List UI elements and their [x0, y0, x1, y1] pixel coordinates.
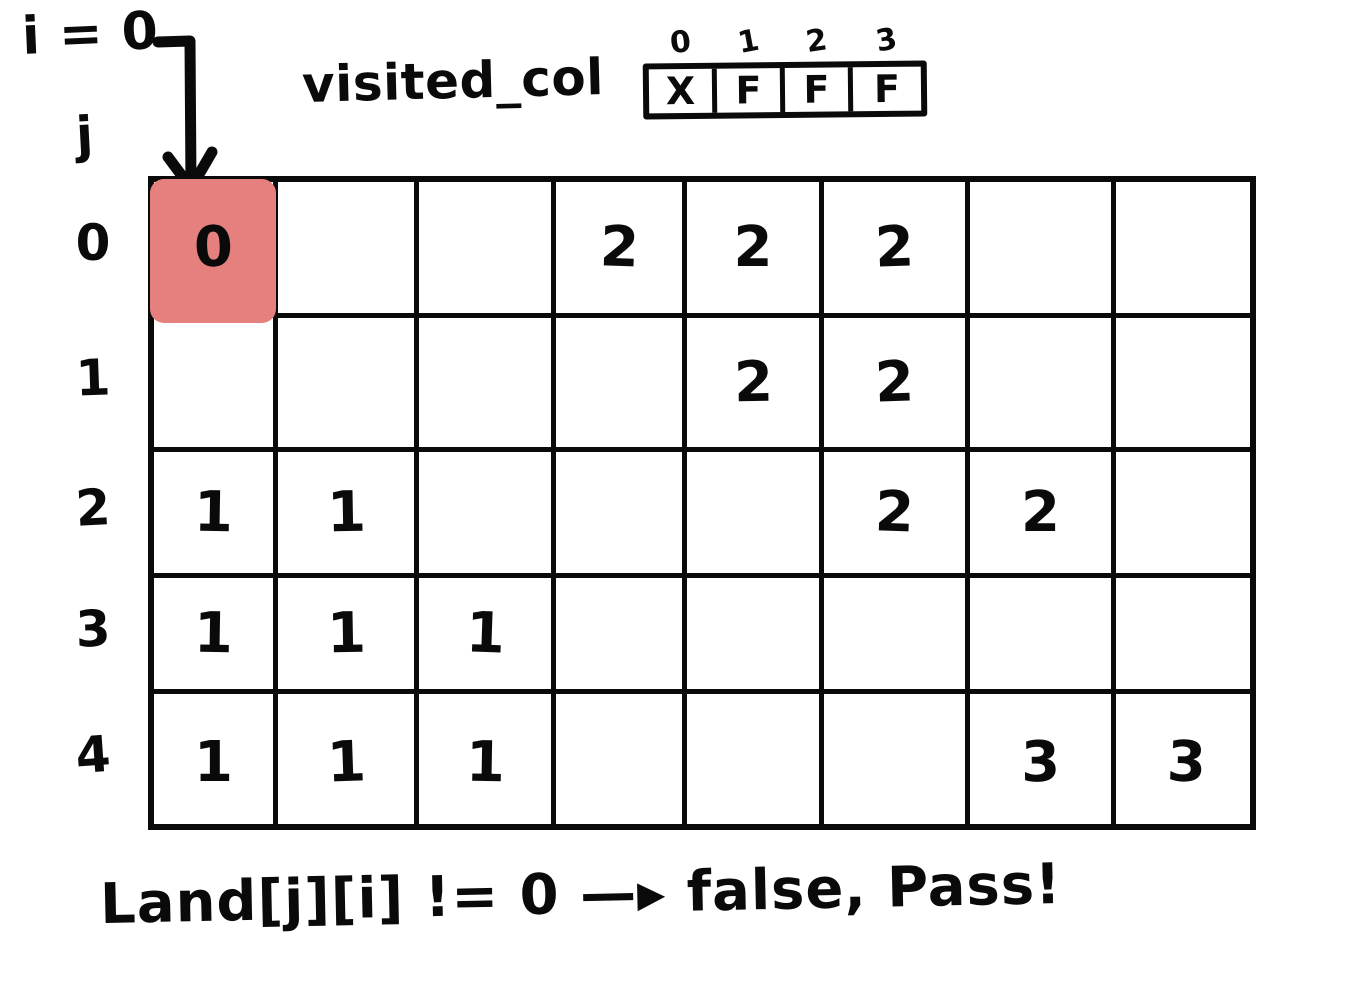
grid-cell: [687, 452, 824, 578]
grid-cell: [278, 182, 419, 318]
grid-cell-value: 1: [193, 479, 234, 546]
land-grid: 0 2 2 2 2 2 1 1 2 2 1 1 1 1 1 1 3 3: [148, 176, 1256, 830]
pointer-j-label: j: [74, 105, 96, 165]
grid-cell: [970, 578, 1116, 694]
grid-cell: [556, 318, 687, 452]
grid-cell-value: 3: [1020, 729, 1061, 795]
grid-cell-value: 2: [733, 215, 773, 280]
grid-cell: 1: [278, 578, 419, 694]
grid-cell-value: 0: [192, 214, 235, 281]
grid-cell: [419, 182, 556, 318]
grid-cell: [824, 694, 970, 830]
grid-cell: 1: [154, 452, 278, 578]
grid-cell: 2: [970, 452, 1116, 578]
visited-col-value: F: [803, 67, 830, 112]
grid-cell-value: 1: [464, 729, 506, 795]
grid-cell: 3: [970, 694, 1116, 830]
grid-cell: 2: [687, 318, 824, 452]
grid-cell: [154, 318, 278, 452]
grid-cell-value: 1: [464, 600, 506, 667]
grid-cell: 2: [556, 182, 687, 318]
grid-cell-value: 2: [873, 479, 916, 546]
grid-cell: [1116, 318, 1256, 452]
grid-cell-value: 1: [193, 600, 234, 667]
grid-cell: 2: [824, 182, 970, 318]
grid-cell: [1116, 578, 1256, 694]
grid-cell-value: 1: [325, 600, 367, 667]
grid-cell: 1: [154, 578, 278, 694]
visited-col-value: X: [665, 68, 696, 114]
grid-cell: 2: [824, 318, 970, 452]
grid-cell-value: 1: [325, 479, 367, 546]
grid-cell: [419, 318, 556, 452]
visited-col-index-label: 3: [873, 21, 900, 60]
grid-row-label: 2: [74, 478, 112, 538]
grid-cell: [687, 694, 824, 830]
visited-col-value: F: [735, 68, 762, 113]
grid-cell-value: 2: [1021, 480, 1060, 545]
visited-col-label: visited_col: [301, 48, 605, 114]
visited-col-index-label: 0: [667, 24, 693, 62]
grid-cell: 1: [278, 452, 419, 578]
grid-cell: [419, 452, 556, 578]
grid-cell: [556, 694, 687, 830]
grid-cell-value: 2: [873, 349, 916, 416]
visited-col-index-label: 2: [803, 22, 829, 61]
grid-cell-value: 2: [732, 349, 774, 416]
grid-cell-value: 3: [1165, 728, 1207, 796]
grid-cell-value: 1: [325, 728, 367, 796]
grid-cell: 2: [824, 452, 970, 578]
grid-cell: [556, 578, 687, 694]
grid-cell-highlighted: 0: [150, 179, 278, 323]
grid-cell: [970, 318, 1116, 452]
grid-cell-value: 1: [194, 729, 233, 795]
grid-cell: [1116, 452, 1256, 578]
grid-cell: [970, 182, 1116, 318]
grid-cell: [687, 578, 824, 694]
grid-cell-value: 2: [873, 214, 916, 281]
grid-cell: 1: [278, 694, 419, 830]
grid-cell: 1: [419, 578, 556, 694]
grid-row-label: 0: [75, 214, 111, 272]
grid-cell: [556, 452, 687, 578]
grid-row-label: 3: [74, 599, 112, 659]
visited-col-value: F: [873, 66, 901, 112]
pointer-i-label: i = 0: [20, 1, 160, 67]
grid-cell: [278, 318, 419, 452]
grid-row-label: 4: [73, 724, 113, 786]
grid-cell-value: 2: [598, 214, 640, 281]
grid-cell: 2: [687, 182, 824, 318]
grid-cell: 1: [419, 694, 556, 830]
grid-row-label: 1: [74, 348, 112, 408]
visited-col-index-label: 1: [734, 22, 762, 62]
grid-cell: [824, 578, 970, 694]
grid-cell: [1116, 182, 1256, 318]
grid-cell: 3: [1116, 694, 1256, 830]
condition-caption: Land[j][i] != 0 —▸ false, Pass!: [99, 851, 1063, 938]
grid-cell: 1: [154, 694, 278, 830]
